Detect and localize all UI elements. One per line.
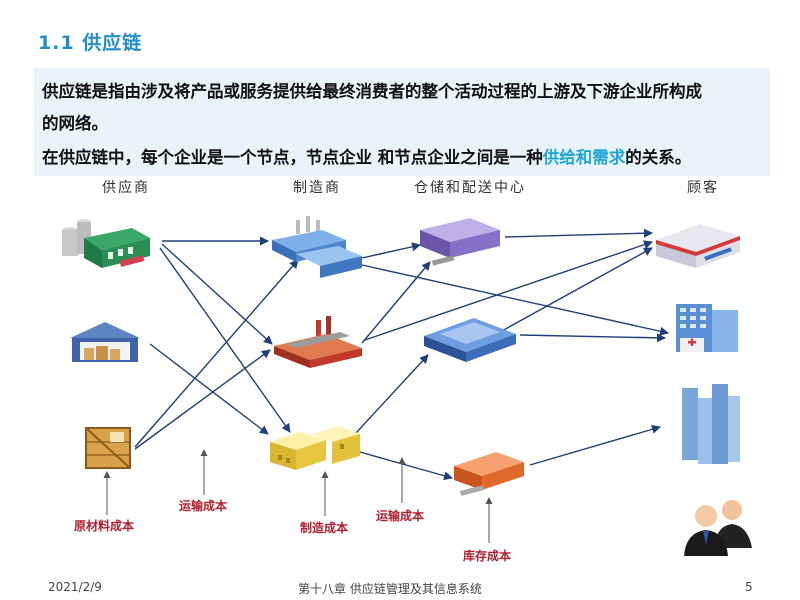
customer-people-icon [684,500,752,556]
warehouse-purple-icon [420,218,500,266]
arrow-manufacturer1-warehouse1 [361,242,421,259]
arrow-supplier1-manufacturer3 [159,247,291,433]
cost-label-transport-1: 运输成本 [179,499,228,513]
manufacturer-yellow-factory-icon [270,426,360,470]
cost-label-raw-material: 原材料成本 [74,519,135,533]
arrow-warehouse3-customer3 [529,424,661,466]
arrow-manufacturer1-customer2 [361,264,669,336]
definition-line-1: 供应链是指由涉及将产品或服务提供给最终消费者的整个活动过程的上游及下游企业所构成 [42,82,702,101]
definition-line-2: 的网络。 [42,114,108,133]
footer-date: 2021/2/9 [48,580,102,594]
footer-chapter: 第十八章 供应链管理及其信息系统 [298,582,482,596]
manufacturer-blue-factory-icon [272,216,362,278]
warehouse-blue-icon [424,318,516,362]
cost-label-transport-2: 运输成本 [376,509,425,523]
cost-label-manufacturing: 制造成本 [300,521,349,535]
definition-highlight: 供给和需求 [542,148,626,167]
arrow-warehouse1-customer1 [504,228,653,238]
arrow-warehouse2-customer1 [499,247,653,333]
arrow-supplier3-manufacturer1 [134,259,299,448]
column-header-suppliers: 供应商 [102,180,150,196]
column-header-manufacturers: 制造商 [293,180,341,196]
arrow-manufacturer2-customer1 [364,240,653,341]
page-title: 1.1 供应链 [38,32,143,54]
footer-page-number: 5 [745,580,753,594]
arrow-supplier2-manufacturer3 [149,343,269,435]
definition-line-3-suffix: 的关系。 [625,148,692,167]
warehouse-orange-icon [454,452,524,496]
column-header-warehouses: 仓储和配送中心 [414,180,526,196]
customer-hospital-icon [676,304,738,352]
supplier-warehouse-icon [70,322,140,362]
supplier-factory-icon [62,219,150,268]
customer-store-icon [656,224,740,268]
definition-line-3-prefix: 在供应链中，每个企业是一个节点，节点企业 和节点企业之间是一种 [42,148,543,167]
arrow-supplier3-manufacturer2 [134,349,271,450]
manufacturer-brick-factory-icon [274,316,362,368]
definition-line-3: 在供应链中，每个企业是一个节点，节点企业 和节点企业之间是一种供给和需求的关系。 [42,144,691,168]
definition-box [34,68,770,176]
arrow-supplier1-manufacturer2 [161,243,273,345]
arrow-manufacturer2-warehouse1 [361,261,431,344]
supplier-crate-icon [85,427,131,469]
arrow-manufacturer3-warehouse3 [359,451,453,481]
customer-skyscrapers-icon [682,384,740,464]
arrow-warehouse2-customer2 [519,333,666,343]
cost-label-inventory: 库存成本 [463,549,512,563]
column-header-customers: 顾客 [687,180,719,196]
arrow-manufacturer3-warehouse2 [354,354,429,435]
